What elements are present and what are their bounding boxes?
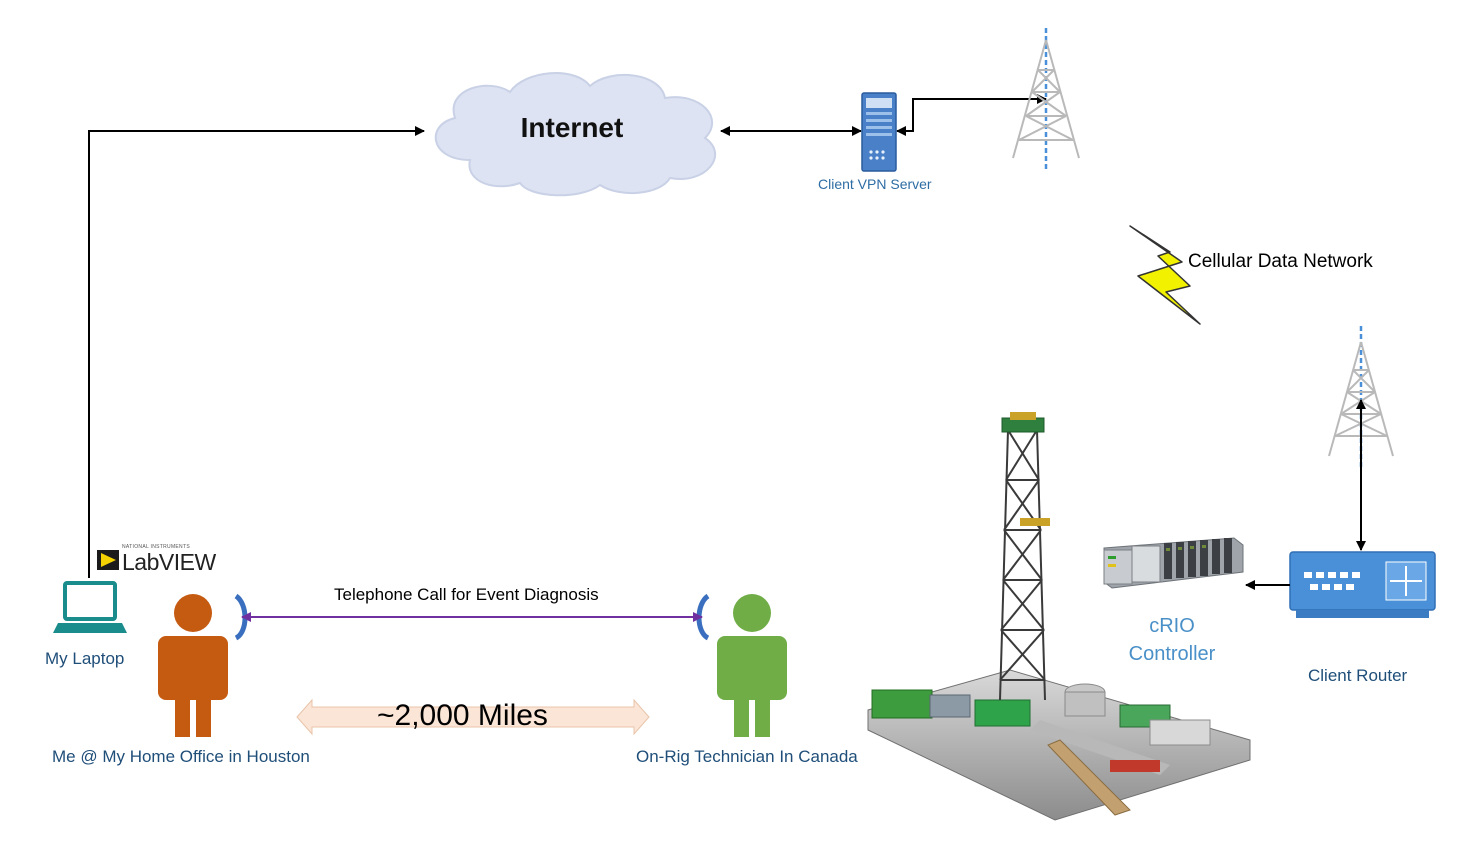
client-router-icon [1289,551,1436,618]
laptop-icon [53,581,127,633]
crio-controller-icon [1103,537,1244,589]
labview-logo-fineprint: NATIONAL INSTRUMENTS [122,544,190,550]
lightning-bolt-icon [1129,225,1201,325]
laptop-internet-connector [88,126,425,578]
vpn-server-icon [861,92,897,172]
drilling-rig-image [867,412,1251,821]
crio-label: cRIO Controller [1102,612,1242,668]
vpn-server-label: Client VPN Server [818,176,932,192]
internet-cloud-icon [434,72,717,197]
cellular-network-label: Cellular Data Network [1188,251,1373,272]
labview-logo: NATIONAL INSTRUMENTS LabVIEW [122,544,216,574]
labview-logo-icon [97,550,119,570]
laptop-label: My Laptop [45,649,125,668]
labview-logo-text: LabVIEW [122,549,216,575]
me-label: Me @ My Home Office in Houston [52,747,310,766]
person-me-icon [158,594,228,737]
crio-label-line2: Controller [1128,643,1216,665]
distance-label: ~2,000 Miles [377,699,548,732]
internet-label: Internet [520,112,624,143]
crio-label-line1: cRIO [1149,615,1195,637]
vpn-tower-connector [896,94,1047,136]
router-label: Client Router [1308,666,1408,685]
technician-label: On-Rig Technician In Canada [636,747,858,766]
cell-tower-top-icon [1012,28,1080,172]
distance-arrow [296,698,650,736]
person-technician-icon [717,594,787,737]
telephone-call-label: Telephone Call for Event Diagnosis [334,585,599,604]
